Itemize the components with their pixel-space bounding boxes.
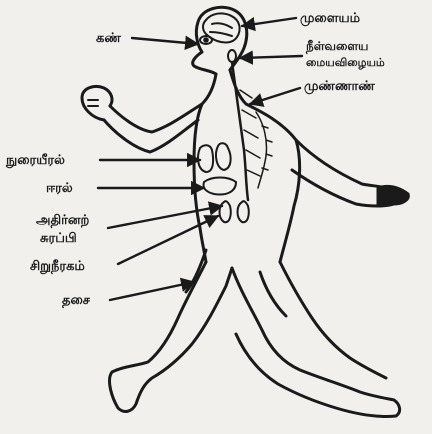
pointer-spinal-cord [250,88,300,104]
pointer-lines [98,18,302,300]
label-brain: முளையம் [300,11,361,26]
left-fist [82,86,112,120]
pointer-adrenal [108,206,222,228]
medulla-organ [228,50,236,62]
label-kidney: சிறுநீரகம் [30,258,85,274]
label-liver: ஈரல் [46,181,73,196]
label-medulla-line2: மையவிழையம் [306,56,385,70]
kidney-organ [220,201,249,222]
left-fist-knuckles [88,100,98,106]
liver-organ [203,178,236,195]
label-lungs: நுரையீரல் [5,152,65,168]
label-adrenal-line2: சுரப்பி [40,231,77,246]
right-arm-outline [292,140,386,206]
pointer-eye [132,38,198,44]
pointer-brain [242,18,296,26]
label-spinal-cord: முண்ணாண் [304,79,375,94]
nerve-chain [256,112,272,188]
right-leg-outline [232,262,400,417]
lungs-organ [198,143,231,172]
muscle-organ [186,250,286,316]
right-hand [378,186,408,206]
label-muscle: தசை [62,293,91,308]
left-leg-outline [110,262,232,411]
label-adrenal-line1: அதிர்னற் [36,213,89,228]
brain-organ [203,13,240,42]
pointer-muscle [110,282,194,300]
pointer-medulla [240,56,302,58]
left-arm-outline [104,104,202,152]
label-medulla-line1: நீள்வளைய [305,39,368,54]
label-eye: கண் [96,31,121,46]
